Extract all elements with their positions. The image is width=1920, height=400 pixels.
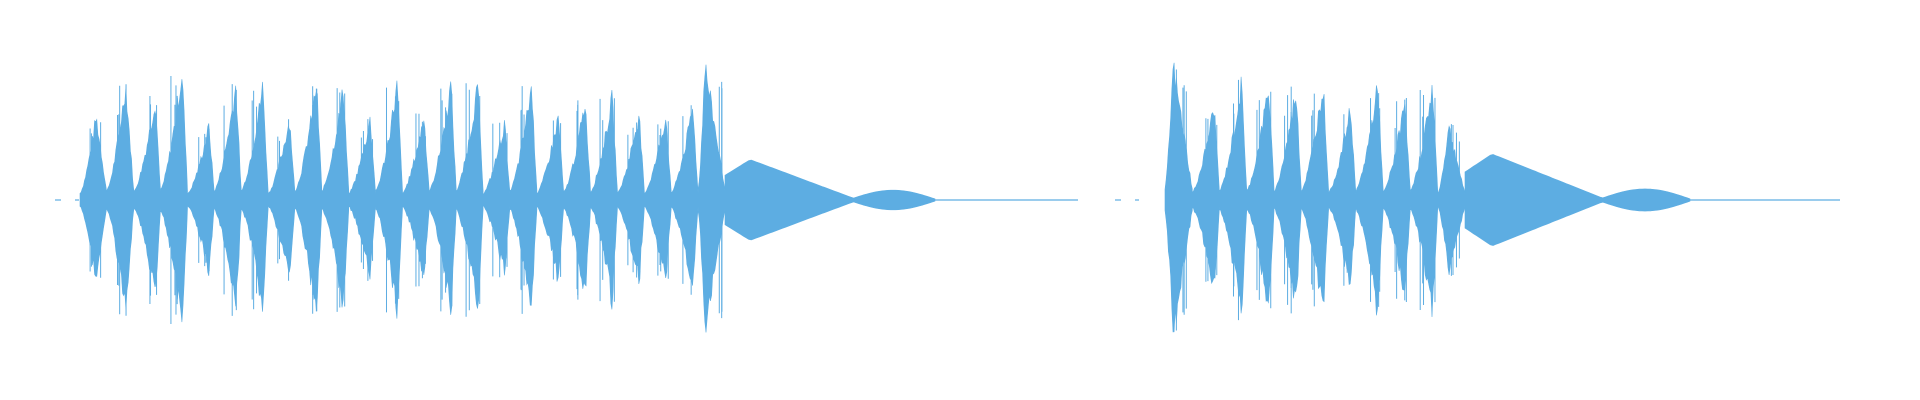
clip-1-envelope <box>79 64 936 333</box>
clip-2-envelope <box>1164 62 1691 333</box>
